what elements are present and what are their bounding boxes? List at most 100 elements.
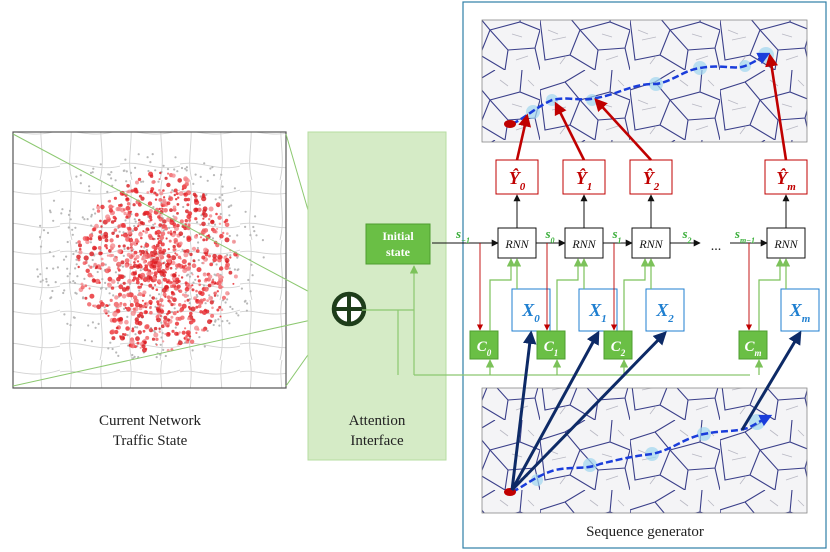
traffic-dot — [195, 299, 199, 302]
traffic-dot — [173, 193, 176, 197]
traffic-dot — [84, 296, 88, 300]
road-dot — [203, 162, 206, 165]
traffic-dot — [183, 337, 186, 340]
road-dot — [235, 312, 238, 315]
road-dot — [116, 281, 120, 285]
road-dot — [139, 269, 142, 272]
traffic-dot — [204, 253, 209, 257]
funnel-line-top-left — [12, 133, 335, 306]
traffic-dot — [177, 340, 183, 346]
traffic-density-dots — [36, 153, 265, 360]
state-label-0-subscript: −1 — [461, 236, 470, 245]
traffic-dot — [138, 292, 143, 297]
traffic-dot — [180, 276, 184, 279]
traffic-dot — [208, 295, 214, 301]
traffic-dot — [170, 255, 177, 261]
road-dot — [202, 284, 206, 287]
road-dot — [49, 297, 52, 300]
output-to-map-arrow-2 — [594, 98, 652, 161]
road-dot — [159, 343, 162, 346]
traffic-dot — [162, 340, 165, 343]
road-dot — [192, 182, 195, 185]
traffic-dot — [161, 324, 165, 329]
traffic-dot — [182, 268, 188, 274]
traffic-dot — [144, 230, 148, 234]
road-dot — [247, 278, 250, 282]
road-dot — [161, 332, 164, 335]
traffic-dot — [198, 290, 203, 295]
traffic-dot — [146, 271, 152, 277]
road-dot — [194, 278, 197, 281]
road-dot — [72, 280, 75, 283]
traffic-dot — [135, 336, 140, 342]
traffic-dot — [139, 231, 142, 235]
road-dot — [221, 199, 224, 202]
road-dot — [129, 171, 133, 174]
traffic-dot — [149, 174, 154, 178]
road-dot — [174, 326, 177, 329]
traffic-dot — [105, 247, 109, 250]
traffic-dot — [157, 279, 162, 283]
traffic-dot — [135, 242, 139, 245]
road-dot — [124, 158, 127, 161]
traffic-dot — [126, 246, 130, 250]
road-dot — [204, 302, 207, 305]
road-dot — [138, 289, 141, 292]
traffic-dot — [136, 313, 142, 318]
context-label-3-base: C — [744, 339, 755, 355]
road-dot — [224, 301, 227, 304]
map-to-input-arrow-0 — [510, 330, 537, 491]
traffic-dot — [136, 341, 140, 345]
road-dot — [96, 270, 99, 274]
road-dot — [83, 218, 86, 221]
traffic-dot — [122, 333, 125, 336]
traffic-dot — [191, 246, 197, 251]
traffic-dot — [125, 215, 129, 219]
road-dot — [39, 236, 42, 239]
traffic-dot — [174, 271, 177, 274]
traffic-dot — [174, 248, 177, 251]
traffic-dot — [149, 218, 153, 222]
traffic-dot — [177, 178, 182, 183]
road-dot — [214, 198, 217, 201]
road-dot — [51, 289, 54, 293]
traffic-dot — [104, 268, 110, 274]
road-dot — [207, 222, 210, 225]
context-label-2-subscript: 2 — [620, 348, 626, 358]
traffic-dot — [110, 286, 115, 290]
traffic-dot — [121, 294, 127, 299]
road-dot — [69, 281, 72, 284]
road-dot — [226, 253, 229, 257]
traffic-dot — [154, 198, 158, 201]
output-label-1-subscript: 1 — [587, 181, 593, 193]
traffic-dot — [161, 226, 165, 229]
traffic-dot — [112, 317, 117, 323]
traffic-dot — [212, 257, 217, 263]
road-dot — [231, 307, 234, 311]
traffic-dot — [178, 191, 184, 197]
traffic-dot — [173, 188, 178, 193]
traffic-dot — [134, 238, 139, 243]
predicted-trajectory-map — [481, 19, 808, 143]
road-dot — [143, 246, 146, 249]
traffic-dot — [118, 204, 121, 207]
road-dot — [244, 299, 247, 302]
road-dot — [229, 305, 232, 308]
traffic-dot — [129, 303, 134, 307]
traffic-dot — [218, 305, 222, 309]
road-dot — [75, 249, 78, 252]
road-dot — [251, 274, 254, 277]
traffic-dot — [189, 311, 193, 316]
traffic-dot — [110, 329, 116, 335]
traffic-dot — [125, 197, 129, 201]
traffic-dot — [161, 269, 166, 274]
traffic-dot — [96, 204, 99, 207]
traffic-dot — [216, 280, 222, 286]
map-to-input-arrow-1 — [510, 330, 600, 491]
traffic-dot — [141, 255, 147, 261]
traffic-dot — [186, 338, 190, 342]
road-dot — [228, 205, 231, 208]
road-dot — [76, 275, 79, 278]
road-dot — [88, 185, 91, 188]
traffic-dot — [223, 220, 227, 224]
